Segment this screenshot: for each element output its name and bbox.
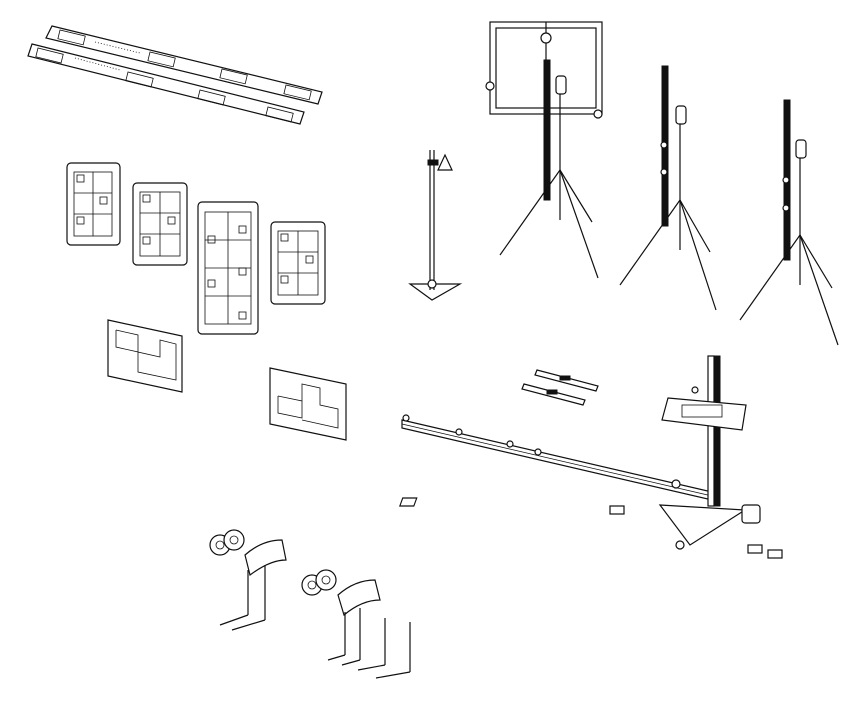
mat-strip-lower bbox=[27, 43, 305, 125]
tripod-stand-2 bbox=[619, 65, 717, 311]
target-panel-1 bbox=[66, 162, 121, 246]
target-panel-3 bbox=[197, 201, 259, 335]
leveling-feet bbox=[399, 497, 783, 559]
triangle-base-pole bbox=[408, 150, 463, 301]
wheel-clamp-set-1 bbox=[209, 529, 287, 631]
alignment-bar-assembly bbox=[401, 355, 761, 550]
target-panel-6 bbox=[269, 367, 347, 441]
wheel-clamp-set-2 bbox=[301, 569, 411, 679]
target-panel-5 bbox=[107, 319, 183, 393]
target-panel-2 bbox=[132, 182, 188, 266]
tripod-stand-with-frame bbox=[485, 21, 603, 279]
small-rail-pieces bbox=[521, 369, 599, 406]
target-panel-4 bbox=[270, 221, 326, 305]
tripod-stand-3 bbox=[739, 99, 839, 346]
mat-strip-upper bbox=[45, 25, 323, 105]
